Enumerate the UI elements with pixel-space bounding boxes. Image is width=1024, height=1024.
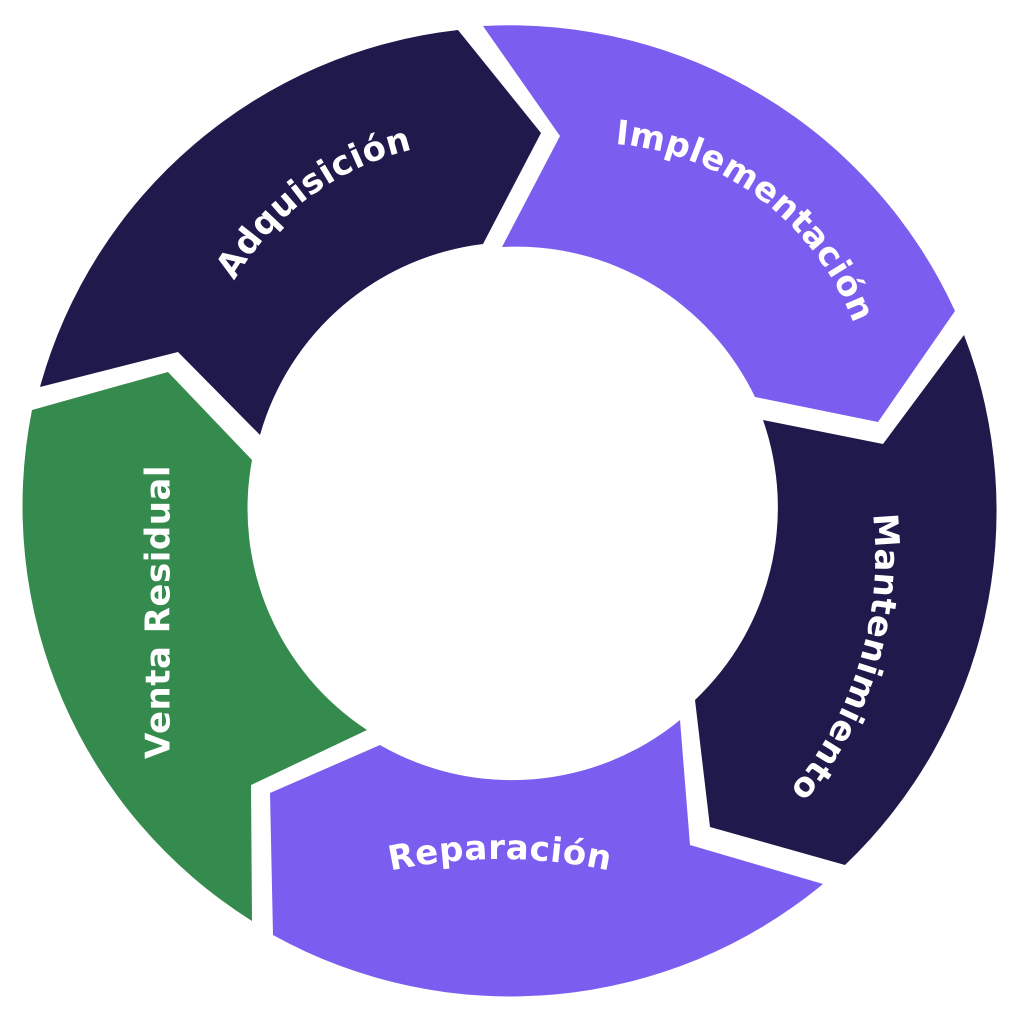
segment-reparacion bbox=[270, 720, 823, 997]
label-venta-residual: Venta Residual bbox=[139, 465, 179, 759]
segment-adquisicion bbox=[40, 30, 541, 435]
segment-venta-residual bbox=[22, 372, 367, 921]
segment-mantenimiento bbox=[695, 335, 997, 865]
segment-implementacion bbox=[483, 25, 955, 422]
